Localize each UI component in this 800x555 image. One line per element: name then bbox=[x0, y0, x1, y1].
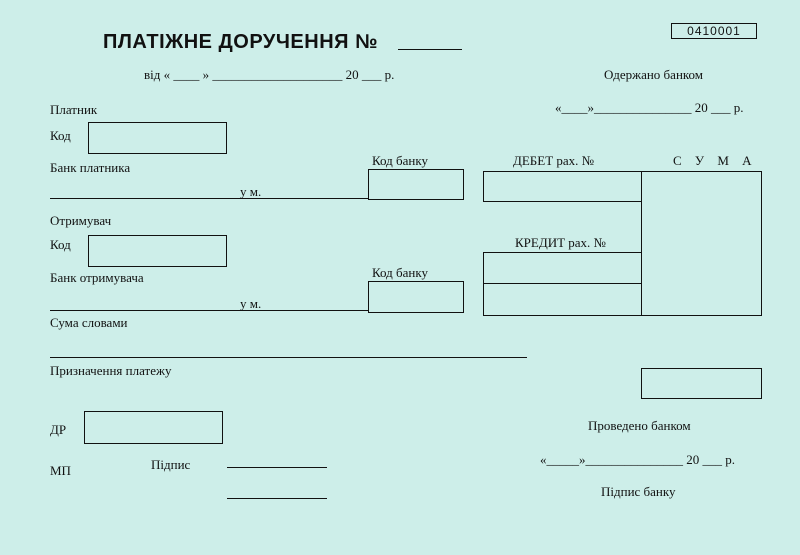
payer-bank-code-label: Код банку bbox=[372, 153, 428, 168]
received-date-line[interactable]: «____»_______________ 20 ___ р. bbox=[555, 100, 744, 115]
signature-line-1[interactable] bbox=[227, 467, 327, 468]
form-title: ПЛАТІЖНЕ ДОРУЧЕННЯ № bbox=[103, 31, 378, 53]
sum-label: С У М А bbox=[673, 153, 757, 168]
sum-in-words-label: Сума словами bbox=[50, 315, 128, 330]
recipient-code-label: Код bbox=[50, 237, 71, 252]
recipient-bank-line[interactable] bbox=[50, 310, 368, 311]
order-date-line[interactable]: від « ____ » ____________________ 20 ___… bbox=[144, 67, 395, 82]
payer-bank-line[interactable] bbox=[50, 198, 368, 199]
dr-label: ДР bbox=[50, 422, 67, 437]
debit-account-field[interactable] bbox=[483, 171, 642, 202]
form-code: 0410001 bbox=[671, 23, 757, 39]
payer-code-label: Код bbox=[50, 128, 71, 143]
processed-by-bank-label: Проведено банком bbox=[588, 418, 691, 433]
signature-line-2[interactable] bbox=[227, 498, 327, 499]
bank-signature-label: Підпис банку bbox=[601, 484, 676, 499]
recipient-label: Отримувач bbox=[50, 213, 112, 228]
payer-city-label: у м. bbox=[240, 184, 262, 199]
payer-label: Платник bbox=[50, 102, 98, 117]
processed-date-line[interactable]: «_____»_______________ 20 ___ р. bbox=[540, 452, 735, 467]
recipient-code-field[interactable] bbox=[88, 235, 227, 267]
order-number-line[interactable] bbox=[398, 49, 462, 50]
recipient-bank-label: Банк отримувача bbox=[50, 270, 144, 285]
credit-extra-field[interactable] bbox=[483, 283, 642, 316]
payer-code-field[interactable] bbox=[88, 122, 227, 154]
stamp-label: МП bbox=[50, 463, 71, 478]
received-by-bank-label: Одержано банком bbox=[604, 67, 704, 82]
extra-field[interactable] bbox=[641, 368, 762, 399]
recipient-bank-code-field[interactable] bbox=[368, 281, 464, 313]
credit-account-label: КРЕДИТ рах. № bbox=[515, 235, 606, 250]
payment-purpose-label: Призначення платежу bbox=[50, 363, 172, 378]
payer-bank-code-field[interactable] bbox=[368, 169, 464, 200]
signature-label: Підпис bbox=[151, 457, 191, 472]
recipient-city-label: у м. bbox=[240, 296, 262, 311]
credit-account-field[interactable] bbox=[483, 252, 642, 284]
sum-field[interactable] bbox=[641, 171, 762, 316]
recipient-bank-code-label: Код банку bbox=[372, 265, 428, 280]
payer-bank-label: Банк платника bbox=[50, 160, 131, 175]
dr-field[interactable] bbox=[84, 411, 223, 444]
sum-in-words-line[interactable] bbox=[50, 357, 527, 358]
debit-account-label: ДЕБЕТ рах. № bbox=[513, 153, 595, 168]
